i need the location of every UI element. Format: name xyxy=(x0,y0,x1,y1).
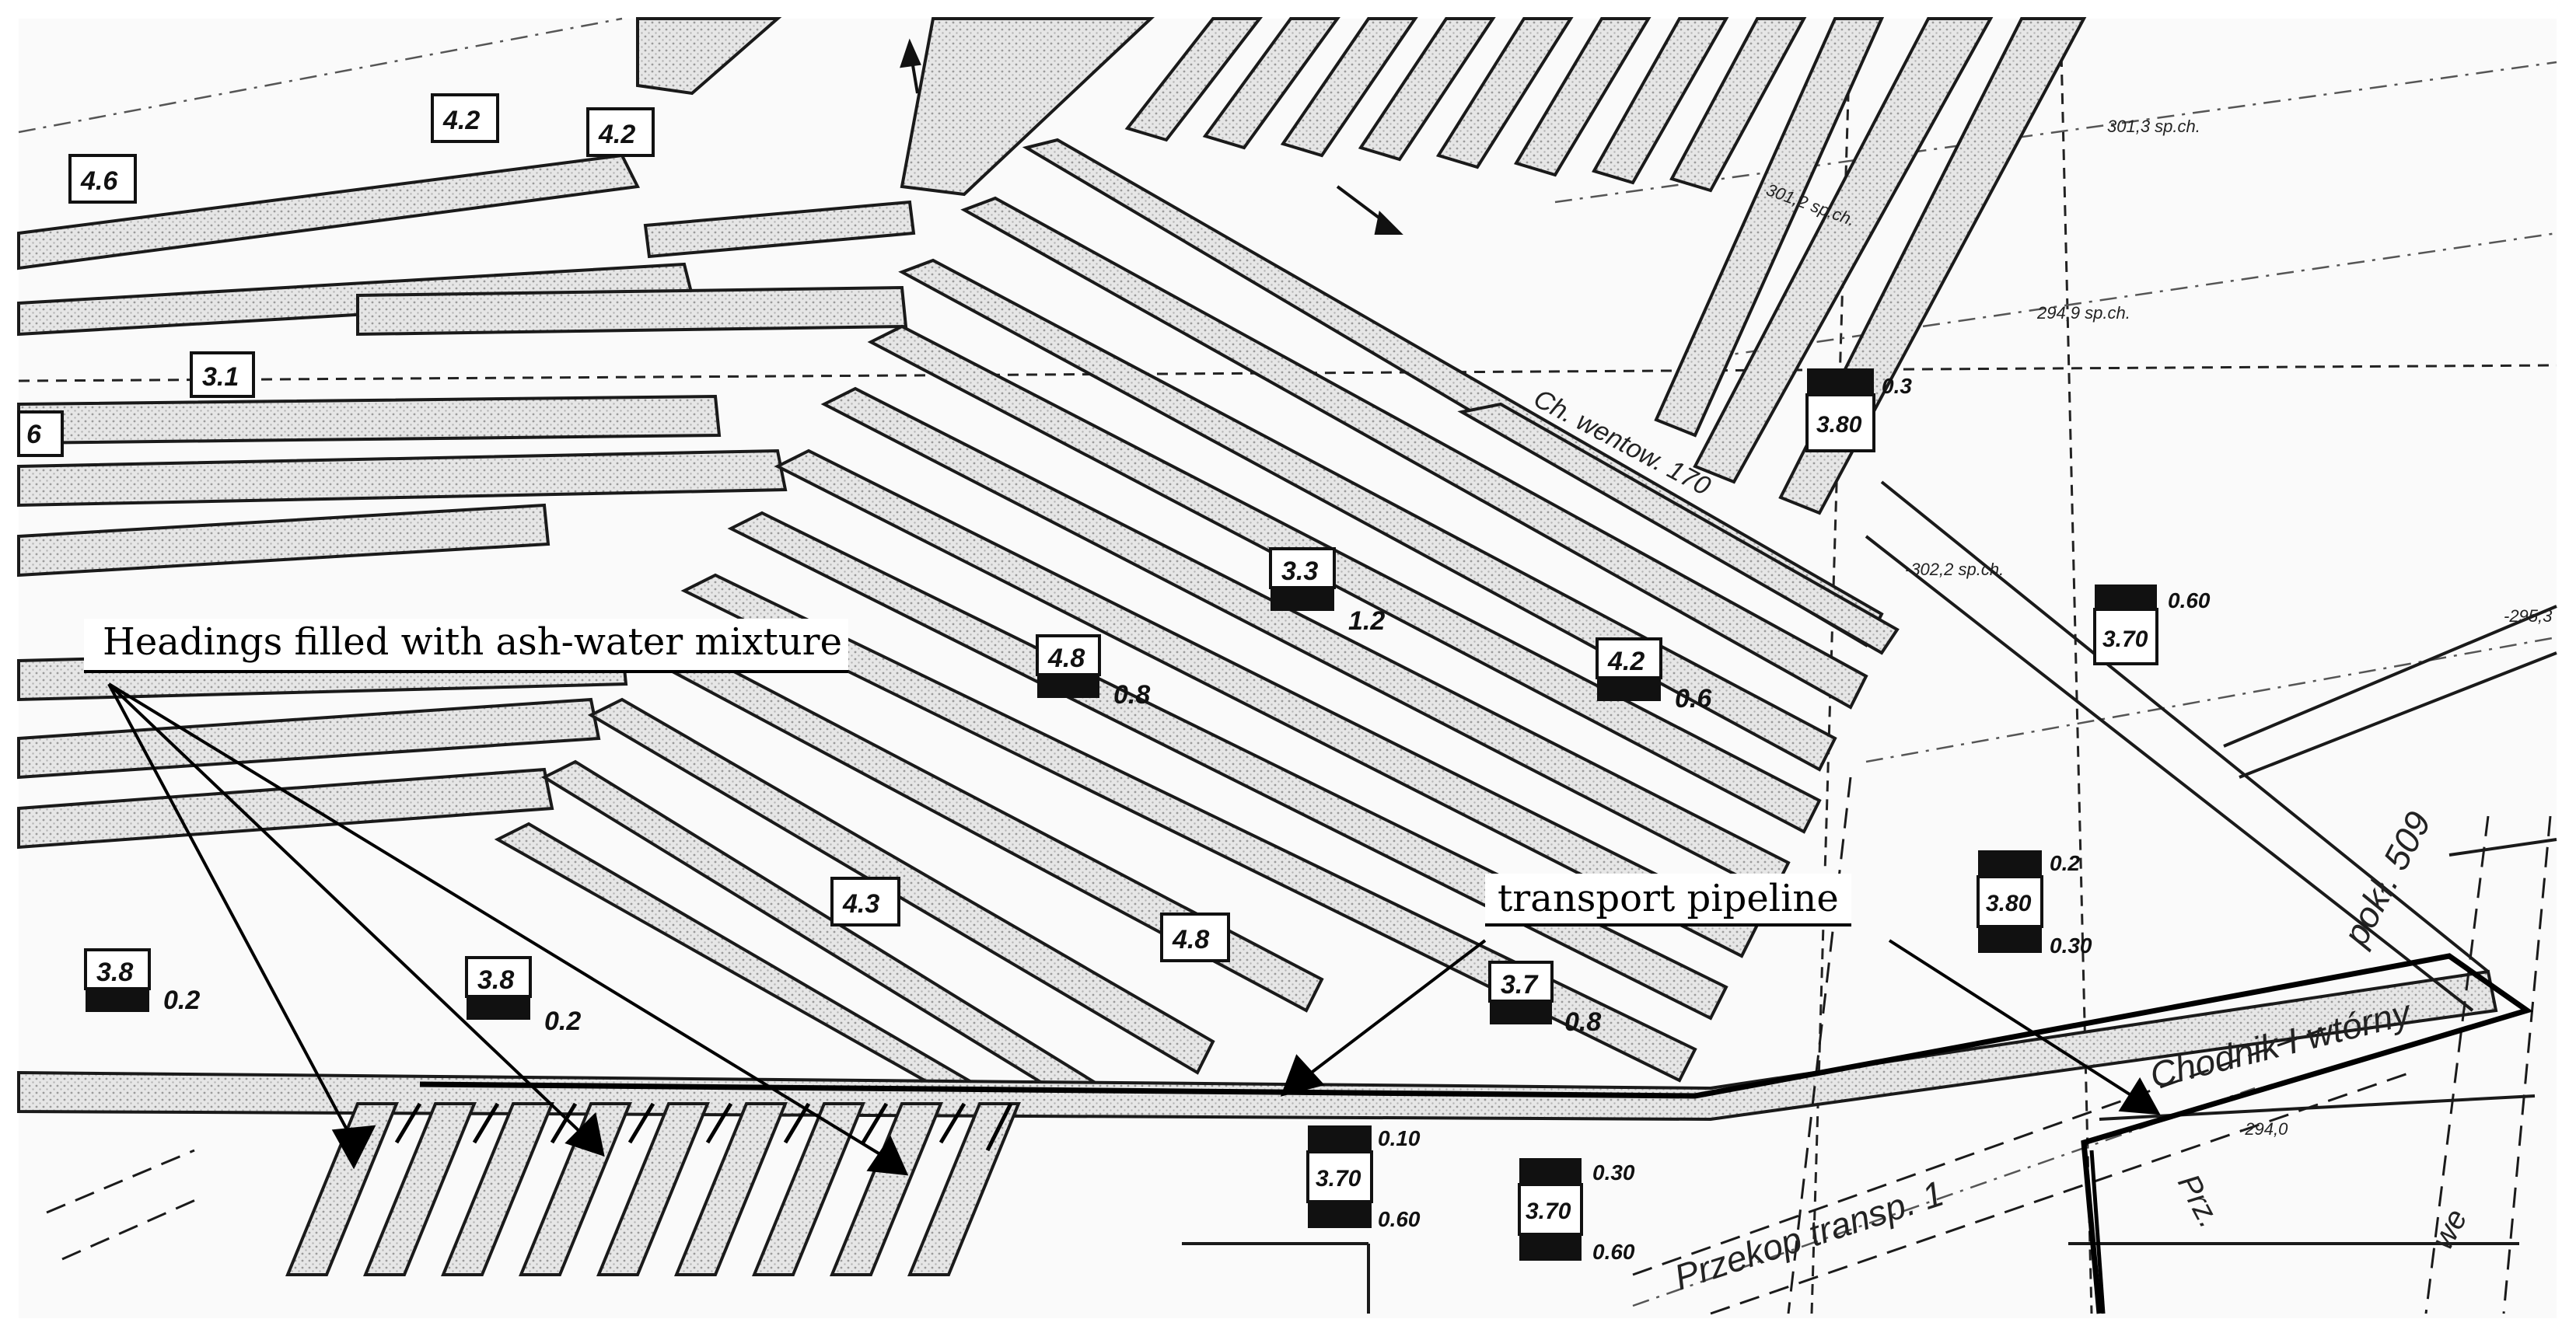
boxed-label: 4.8 xyxy=(1172,925,1209,954)
transport-pipeline-inner xyxy=(2089,1150,2106,1314)
bicolor-symbol: 3.7 0.8 xyxy=(1488,961,1601,1037)
svg-text:3.80: 3.80 xyxy=(1816,412,1862,438)
svg-text:0.10: 0.10 xyxy=(1378,1126,1421,1150)
svg-text:1.2: 1.2 xyxy=(1348,606,1385,636)
station-symbol: 3.80 0.3 xyxy=(1805,368,1912,452)
svg-text:0.60: 0.60 xyxy=(2168,588,2211,612)
station-symbol: 3.70 0.60 xyxy=(2093,585,2211,665)
main-roadway xyxy=(17,969,2498,1122)
elevation-label: -295,3 xyxy=(2504,606,2553,626)
station-symbol: 3.70 0.30 0.60 xyxy=(1518,1158,1635,1264)
heading-tick-marks xyxy=(394,1102,1013,1152)
boxed-label: 6 xyxy=(26,420,42,449)
svg-text:0.60: 0.60 xyxy=(1592,1240,1635,1264)
svg-text:3.3: 3.3 xyxy=(1281,557,1318,586)
boxed-labels: 4.6 4.2 4.2 3.1 6 4.3 4.8 xyxy=(17,93,1230,962)
svg-text:0.30: 0.30 xyxy=(1592,1160,1635,1185)
svg-text:0.8: 0.8 xyxy=(1564,1007,1601,1037)
svg-text:0.2: 0.2 xyxy=(163,986,200,1015)
direction-arrow-icon xyxy=(900,38,921,94)
pipeline-callout-label: transport pipeline xyxy=(1485,874,1851,926)
svg-text:0.2: 0.2 xyxy=(2050,851,2080,875)
elevation-label: -302,2 sp.ch. xyxy=(1905,560,2004,579)
svg-text:4.2: 4.2 xyxy=(1607,647,1645,676)
svg-text:0.3: 0.3 xyxy=(1882,374,1912,398)
station-symbol: 3.80 0.2 0.30 xyxy=(1977,850,2092,958)
bicolor-symbol: 4.8 0.8 xyxy=(1036,634,1150,710)
svg-text:3.8: 3.8 xyxy=(96,958,133,987)
boxed-label: 4.2 xyxy=(598,120,635,149)
svg-text:4.8: 4.8 xyxy=(1047,644,1085,673)
station-symbol: 3.70 0.10 0.60 xyxy=(1306,1125,1421,1231)
elevation-label: 301,3 sp.ch. xyxy=(2107,117,2200,136)
bicolor-symbol: 4.2 0.6 xyxy=(1596,637,1712,714)
station-symbols: 3.80 0.3 3.70 0.60 3.80 0.2 0.30 3.70 0.… xyxy=(1306,368,2211,1264)
svg-text:0.2: 0.2 xyxy=(544,1007,581,1036)
svg-text:3.70: 3.70 xyxy=(2102,626,2148,652)
headings-callout-label: Headings filled with ash-water mixture xyxy=(84,619,848,673)
svg-text:3.70: 3.70 xyxy=(1316,1166,1361,1192)
bicolor-symbol: 3.3 1.2 xyxy=(1269,547,1385,636)
svg-text:3.7: 3.7 xyxy=(1501,970,1539,1000)
direction-arrow-icon xyxy=(1336,185,1403,235)
svg-text:0.6: 0.6 xyxy=(1675,684,1712,714)
svg-text:3.8: 3.8 xyxy=(477,965,514,995)
right-corridors xyxy=(1182,480,2557,1314)
svg-text:3.70: 3.70 xyxy=(1526,1199,1571,1224)
bicolor-symbol: 3.8 0.2 xyxy=(465,956,581,1036)
svg-text:0.30: 0.30 xyxy=(2050,933,2092,958)
boxed-label: 4.6 xyxy=(80,166,118,196)
bicolor-symbol: 3.8 0.2 xyxy=(84,948,200,1015)
headings-callout-arrows xyxy=(107,682,909,1176)
elevation-label: -294,0 xyxy=(2239,1119,2288,1139)
boxed-label: 3.1 xyxy=(202,362,239,392)
boxed-label: 4.2 xyxy=(442,106,480,135)
svg-text:0.8: 0.8 xyxy=(1113,680,1150,710)
svg-text:3.80: 3.80 xyxy=(1986,891,2032,916)
svg-text:0.60: 0.60 xyxy=(1378,1207,1421,1231)
bicolor-symbols: 3.8 0.2 3.8 0.2 3.3 1.2 4.8 0.8 4.2 0.6 xyxy=(84,547,1712,1037)
boxed-label: 4.3 xyxy=(842,889,879,919)
transport-pipeline xyxy=(419,953,2533,1314)
pipeline-callout-arrows xyxy=(1280,939,2161,1115)
elevation-label: 294,9 sp.ch. xyxy=(2036,303,2130,323)
dashed-galleries xyxy=(46,776,2552,1315)
